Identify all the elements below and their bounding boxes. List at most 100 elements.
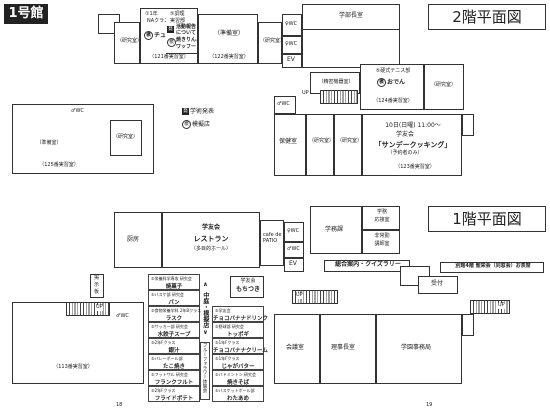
booth-name: ラスク <box>165 316 183 322</box>
booth-organizer: ⑤1年Fクラス <box>215 340 240 345</box>
booth-organizer: ⑤バスケットボール部 <box>215 388 255 393</box>
booth-name: チョコバナナクリーム <box>213 348 268 354</box>
research-label: （研究室） <box>431 82 457 88</box>
cook-club-num: ⑤調理 <box>170 11 185 17</box>
booth-organizer: ⑤食物栄養学科 2年Bクラス <box>151 308 202 313</box>
floor2-title-text: 2階平面図 <box>452 8 522 26</box>
cook-club-name: 実習部 <box>170 18 186 24</box>
ev-2f: EV <box>282 54 302 68</box>
research-label: （研究室） <box>309 138 335 144</box>
director-room: 理事長室 <box>320 314 376 384</box>
room122-label: （122番実習室） <box>209 54 249 60</box>
mochi-org: 学友会 <box>240 278 256 284</box>
booth-name: わたあめ <box>226 396 249 402</box>
event-note: （予約者のみ） <box>387 150 423 156</box>
booth-organizer: ⑤2年Fクラス <box>151 340 176 345</box>
booth-item: ⑤2年Fクラスフライドポテト <box>148 386 200 402</box>
booth-name: チョコバナナドリンク <box>213 316 269 322</box>
building-label-text: 1号館 <box>8 6 44 21</box>
booth-item: ⑤2年Fクラス銀汁 <box>148 338 200 354</box>
floor1-title: 1階平面図 <box>428 206 546 232</box>
wc-male-label: ♂WC <box>71 108 84 114</box>
room113-label: （113番実習室） <box>53 364 93 370</box>
stairs-1f-center <box>292 290 338 304</box>
room-2f-right-edge <box>462 114 474 136</box>
event-org: 学友会 <box>395 131 415 138</box>
wc-2f-top-f: ♀WC <box>282 14 302 36</box>
booth-organizer: ⑤バスケ部 研究会 <box>151 292 184 297</box>
room-research-2f-b: （研究室） <box>258 22 285 64</box>
restaurant-label: レストラン <box>193 235 229 243</box>
up-label: UP <box>498 302 505 309</box>
booth-organizer: ⑤栄養科学専攻 研究会 <box>151 276 192 281</box>
conference-label: 会議室 <box>286 344 305 351</box>
mochi-booth: 学友会 もちつき <box>230 276 264 298</box>
mochi-label: もちつき <box>235 286 261 293</box>
wc-male-label: ♂WC <box>277 101 290 107</box>
booth-organizer: ⑤1年Fクラス <box>215 356 240 361</box>
info-booth: 総合案内・クイズラリー <box>324 260 410 272</box>
equipment-label: （精密機器室） <box>318 79 354 85</box>
up-label: UP <box>96 304 103 311</box>
na-class-name: NAクラス <box>147 18 170 24</box>
health-room: 保健室 <box>274 114 306 176</box>
courtyard-label: 中庭・模擬店 <box>201 292 209 328</box>
counsel-label2: 応接室 <box>374 217 390 223</box>
booth-item: ⑤サッカー部 研究会水餃子スープ <box>148 322 200 338</box>
corridor-2f-right <box>302 30 400 68</box>
wc-label: ♀WC <box>285 41 298 47</box>
wc-female-label: ♀WC <box>287 228 300 234</box>
room-research-2f-a: （研究室） <box>114 22 143 64</box>
event-time: 10日(日曜) 11:00～ <box>385 122 441 129</box>
prep-left-label: （準備室） <box>36 140 62 146</box>
baked-apple: 焼きりんご <box>176 37 202 43</box>
legend-present-text: 学術発表 <box>190 108 215 115</box>
building-label: 1号館 <box>4 4 48 24</box>
booth-organizer: ⑤2年Fクラス <box>151 388 176 393</box>
restaurant: 学友会 レストラン （多目的ホール） <box>162 212 260 268</box>
post-label2: 示 <box>94 282 100 288</box>
booth-name: 焼きそば <box>226 380 249 386</box>
room-research-2f-c: （研究室） <box>424 64 464 110</box>
ev-1f: EV <box>284 258 304 272</box>
tennis-club: ⑤硬式テニス部 <box>375 68 411 74</box>
booth-name: 銀汁 <box>168 348 180 354</box>
stall-icon: 模 <box>167 38 176 47</box>
reception: 受付 <box>418 276 458 294</box>
room121-label: （121番実習室） <box>149 54 189 60</box>
floor2-title: 2階平面図 <box>428 4 546 30</box>
booth-name: フランクフルト <box>154 380 194 386</box>
booth-item: ⑤食物栄養学科 2年Bクラスラスク <box>148 306 202 322</box>
room-122: （準備室） （122番実習室） <box>198 14 258 64</box>
up-label: UP <box>302 90 309 96</box>
legend-stall-text: 模擬店 <box>192 121 211 128</box>
presentation-icon: 発 <box>182 108 189 115</box>
booth-item: ⑤バスケ部 研究会パン <box>148 290 200 306</box>
research-label: （研究室） <box>113 134 139 140</box>
room-124: ⑤硬式テニス部 模おでん （124番実習室） <box>360 64 424 110</box>
wc-male-label: ♂WC <box>116 313 129 319</box>
research-label: （研究室） <box>117 38 143 44</box>
booth-item: ⑤栄養科学専攻 研究会焼菓子 <box>148 274 200 290</box>
page-number-right: 19 <box>426 402 433 408</box>
club-vertical-text: ブルーフォラワー体験会 <box>202 343 207 393</box>
floor1-title-text: 1階平面図 <box>452 210 522 228</box>
kitchen-label: 厨房 <box>127 236 140 243</box>
booth-name: 焼菓子 <box>165 284 183 290</box>
kitchen: 厨房 <box>114 212 162 268</box>
presentation-icon: 発 <box>167 26 174 33</box>
stairs-1f-left <box>66 302 110 316</box>
wc-1f-f: ♀WC <box>284 222 304 242</box>
health-room-label: 保健室 <box>279 138 298 145</box>
event-title: 「サンデークッキング」 <box>374 141 452 149</box>
room-research-2f-f: （研究室） <box>334 114 362 176</box>
legend-present: 発学術発表 <box>182 108 214 116</box>
booth-item: ⑤フットサル 研究会フランクフルト <box>148 370 200 386</box>
prep-mid-label: （準備室） <box>213 30 245 37</box>
room-1f-right-edge <box>462 314 474 336</box>
arrow-up-icon: ∧ <box>203 281 208 288</box>
student-counsel: 学務 応接室 <box>362 206 400 230</box>
booth-organizer: ⑤バドミントン 研究会 <box>215 372 256 377</box>
waffle: ワッフー <box>176 44 197 50</box>
legend-stall: 模模擬店 <box>182 120 210 129</box>
